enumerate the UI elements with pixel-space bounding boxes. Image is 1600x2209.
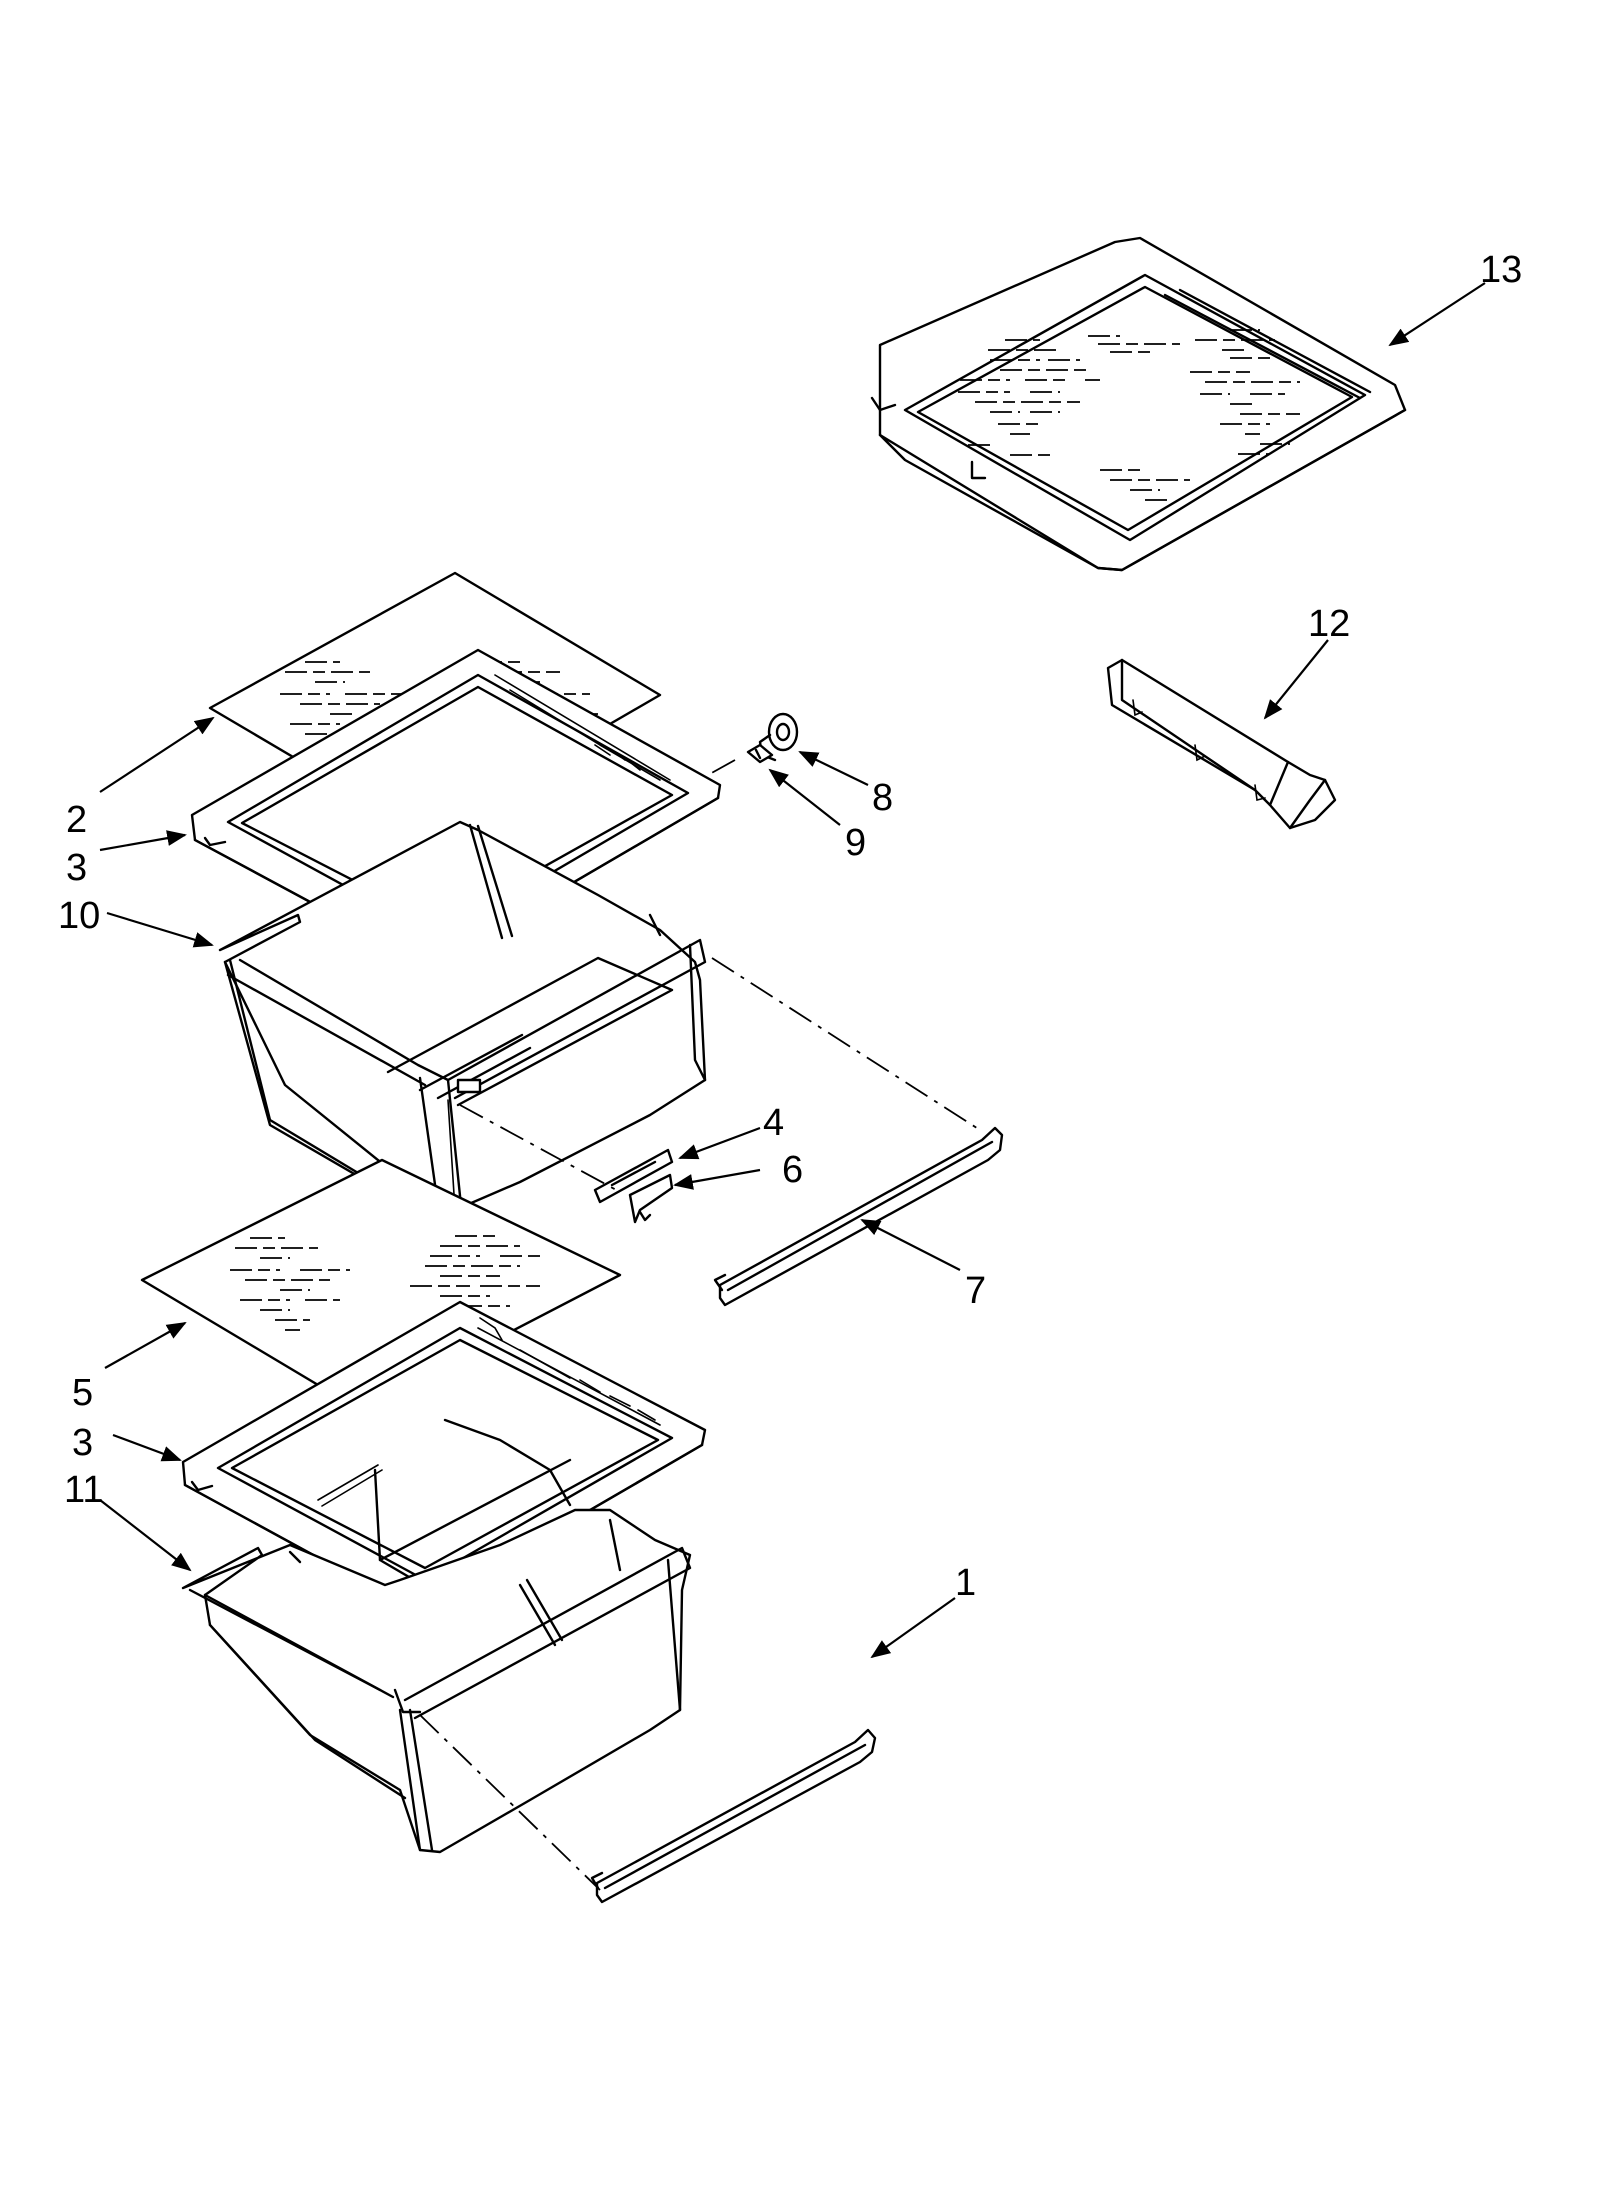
- callout-3-upper: 3: [66, 847, 87, 889]
- callout-7: 7: [965, 1270, 986, 1312]
- part-6-latch: [628, 1173, 674, 1224]
- leader-6: [673, 1168, 761, 1190]
- callout-labels: 13 12 2 3 10 8 9 4 6 7 5 3 11 1: [58, 249, 1522, 1604]
- leader-2: [99, 716, 215, 793]
- callout-8: 8: [872, 777, 893, 819]
- leader-12: [1263, 639, 1329, 720]
- leader-lines: [99, 282, 1486, 1659]
- part-12-shelf-rail: [1106, 658, 1337, 830]
- part-1-drawer-handle-lower: [590, 1728, 877, 1904]
- part-7-drawer-handle-upper: [713, 1126, 1004, 1307]
- leader-1: [870, 1597, 956, 1659]
- leader-8: [798, 751, 869, 786]
- callout-10: 10: [58, 895, 100, 937]
- callout-13: 13: [1480, 249, 1522, 291]
- leader-11: [99, 1499, 192, 1572]
- leader-10: [106, 911, 214, 948]
- part-10-crisper-drawer-upper: [218, 820, 707, 1222]
- callout-9: 9: [845, 822, 866, 864]
- part-13-shelf-assembly: [870, 236, 1407, 572]
- part-9-screw: [707, 743, 774, 776]
- leader-3b: [112, 1433, 182, 1462]
- callout-3-lower: 3: [72, 1422, 93, 1464]
- part-5-crisper-glass-bottom: [140, 1158, 622, 1412]
- callout-2: 2: [66, 799, 87, 841]
- callout-1: 1: [955, 1562, 976, 1604]
- leader-9: [768, 768, 841, 826]
- callout-5: 5: [72, 1372, 93, 1414]
- callout-12: 12: [1308, 603, 1350, 645]
- leader-5: [104, 1322, 187, 1369]
- callout-6: 6: [782, 1149, 803, 1191]
- leader-7: [860, 1219, 961, 1271]
- leader-3a: [99, 830, 187, 852]
- leader-13: [1388, 282, 1486, 347]
- callout-4: 4: [763, 1102, 784, 1144]
- part-11-crisper-drawer-lower: [181, 1508, 692, 1854]
- callout-11: 11: [64, 1469, 103, 1511]
- leader-4: [678, 1126, 761, 1160]
